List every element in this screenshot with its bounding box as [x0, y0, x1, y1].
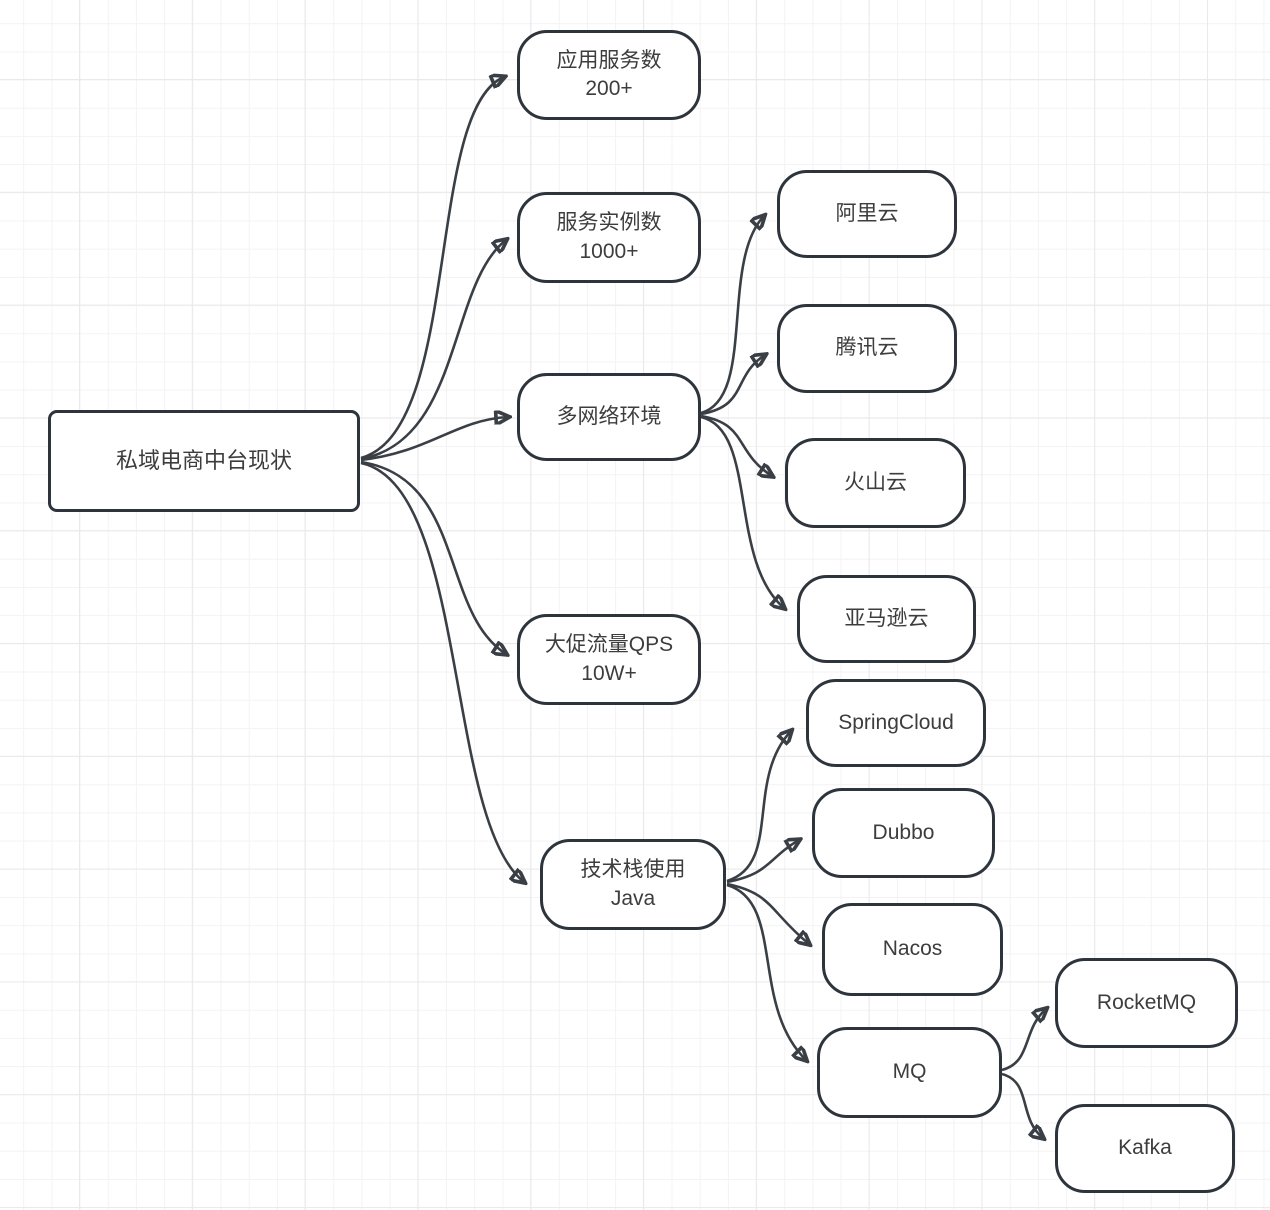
- node-root[interactable]: 私域电商中台现状: [48, 410, 360, 512]
- edge-java-nacos: [726, 882, 809, 944]
- edge-mq-rocketmq: [1001, 1009, 1046, 1072]
- node-springcloud[interactable]: SpringCloud: [806, 679, 986, 767]
- edge-java-mq: [726, 883, 806, 1060]
- node-alibaba-cloud[interactable]: 阿里云: [777, 170, 957, 258]
- edge-net-volcano: [700, 414, 772, 476]
- node-app-services[interactable]: 应用服务数 200+: [517, 30, 701, 120]
- node-tech-stack-java[interactable]: 技术栈使用 Java: [540, 839, 726, 930]
- node-dubbo[interactable]: Dubbo: [812, 788, 995, 878]
- edge-root-inst: [360, 240, 506, 461]
- edge-mq-kafka: [1001, 1072, 1043, 1138]
- edge-java-springcloud: [726, 731, 791, 883]
- node-rocketmq[interactable]: RocketMQ: [1055, 958, 1238, 1048]
- node-kafka[interactable]: Kafka: [1055, 1104, 1235, 1193]
- node-volcano-cloud[interactable]: 火山云: [785, 438, 966, 528]
- edge-net-ali: [700, 216, 764, 415]
- edge-net-amazon: [700, 415, 784, 608]
- node-promo-qps[interactable]: 大促流量QPS 10W+: [517, 614, 701, 705]
- node-multi-network[interactable]: 多网络环境: [517, 373, 701, 461]
- edge-root-java: [360, 461, 524, 882]
- edge-root-app: [360, 77, 504, 460]
- edge-root-net: [360, 417, 508, 462]
- node-mq[interactable]: MQ: [817, 1027, 1002, 1118]
- node-service-instances[interactable]: 服务实例数 1000+: [517, 192, 701, 283]
- edge-root-qps: [360, 460, 506, 654]
- edge-net-tencent: [700, 355, 765, 416]
- edge-java-dubbo: [726, 840, 799, 884]
- node-amazon-cloud[interactable]: 亚马逊云: [797, 575, 976, 663]
- node-tencent-cloud[interactable]: 腾讯云: [777, 304, 957, 393]
- node-nacos[interactable]: Nacos: [822, 903, 1003, 996]
